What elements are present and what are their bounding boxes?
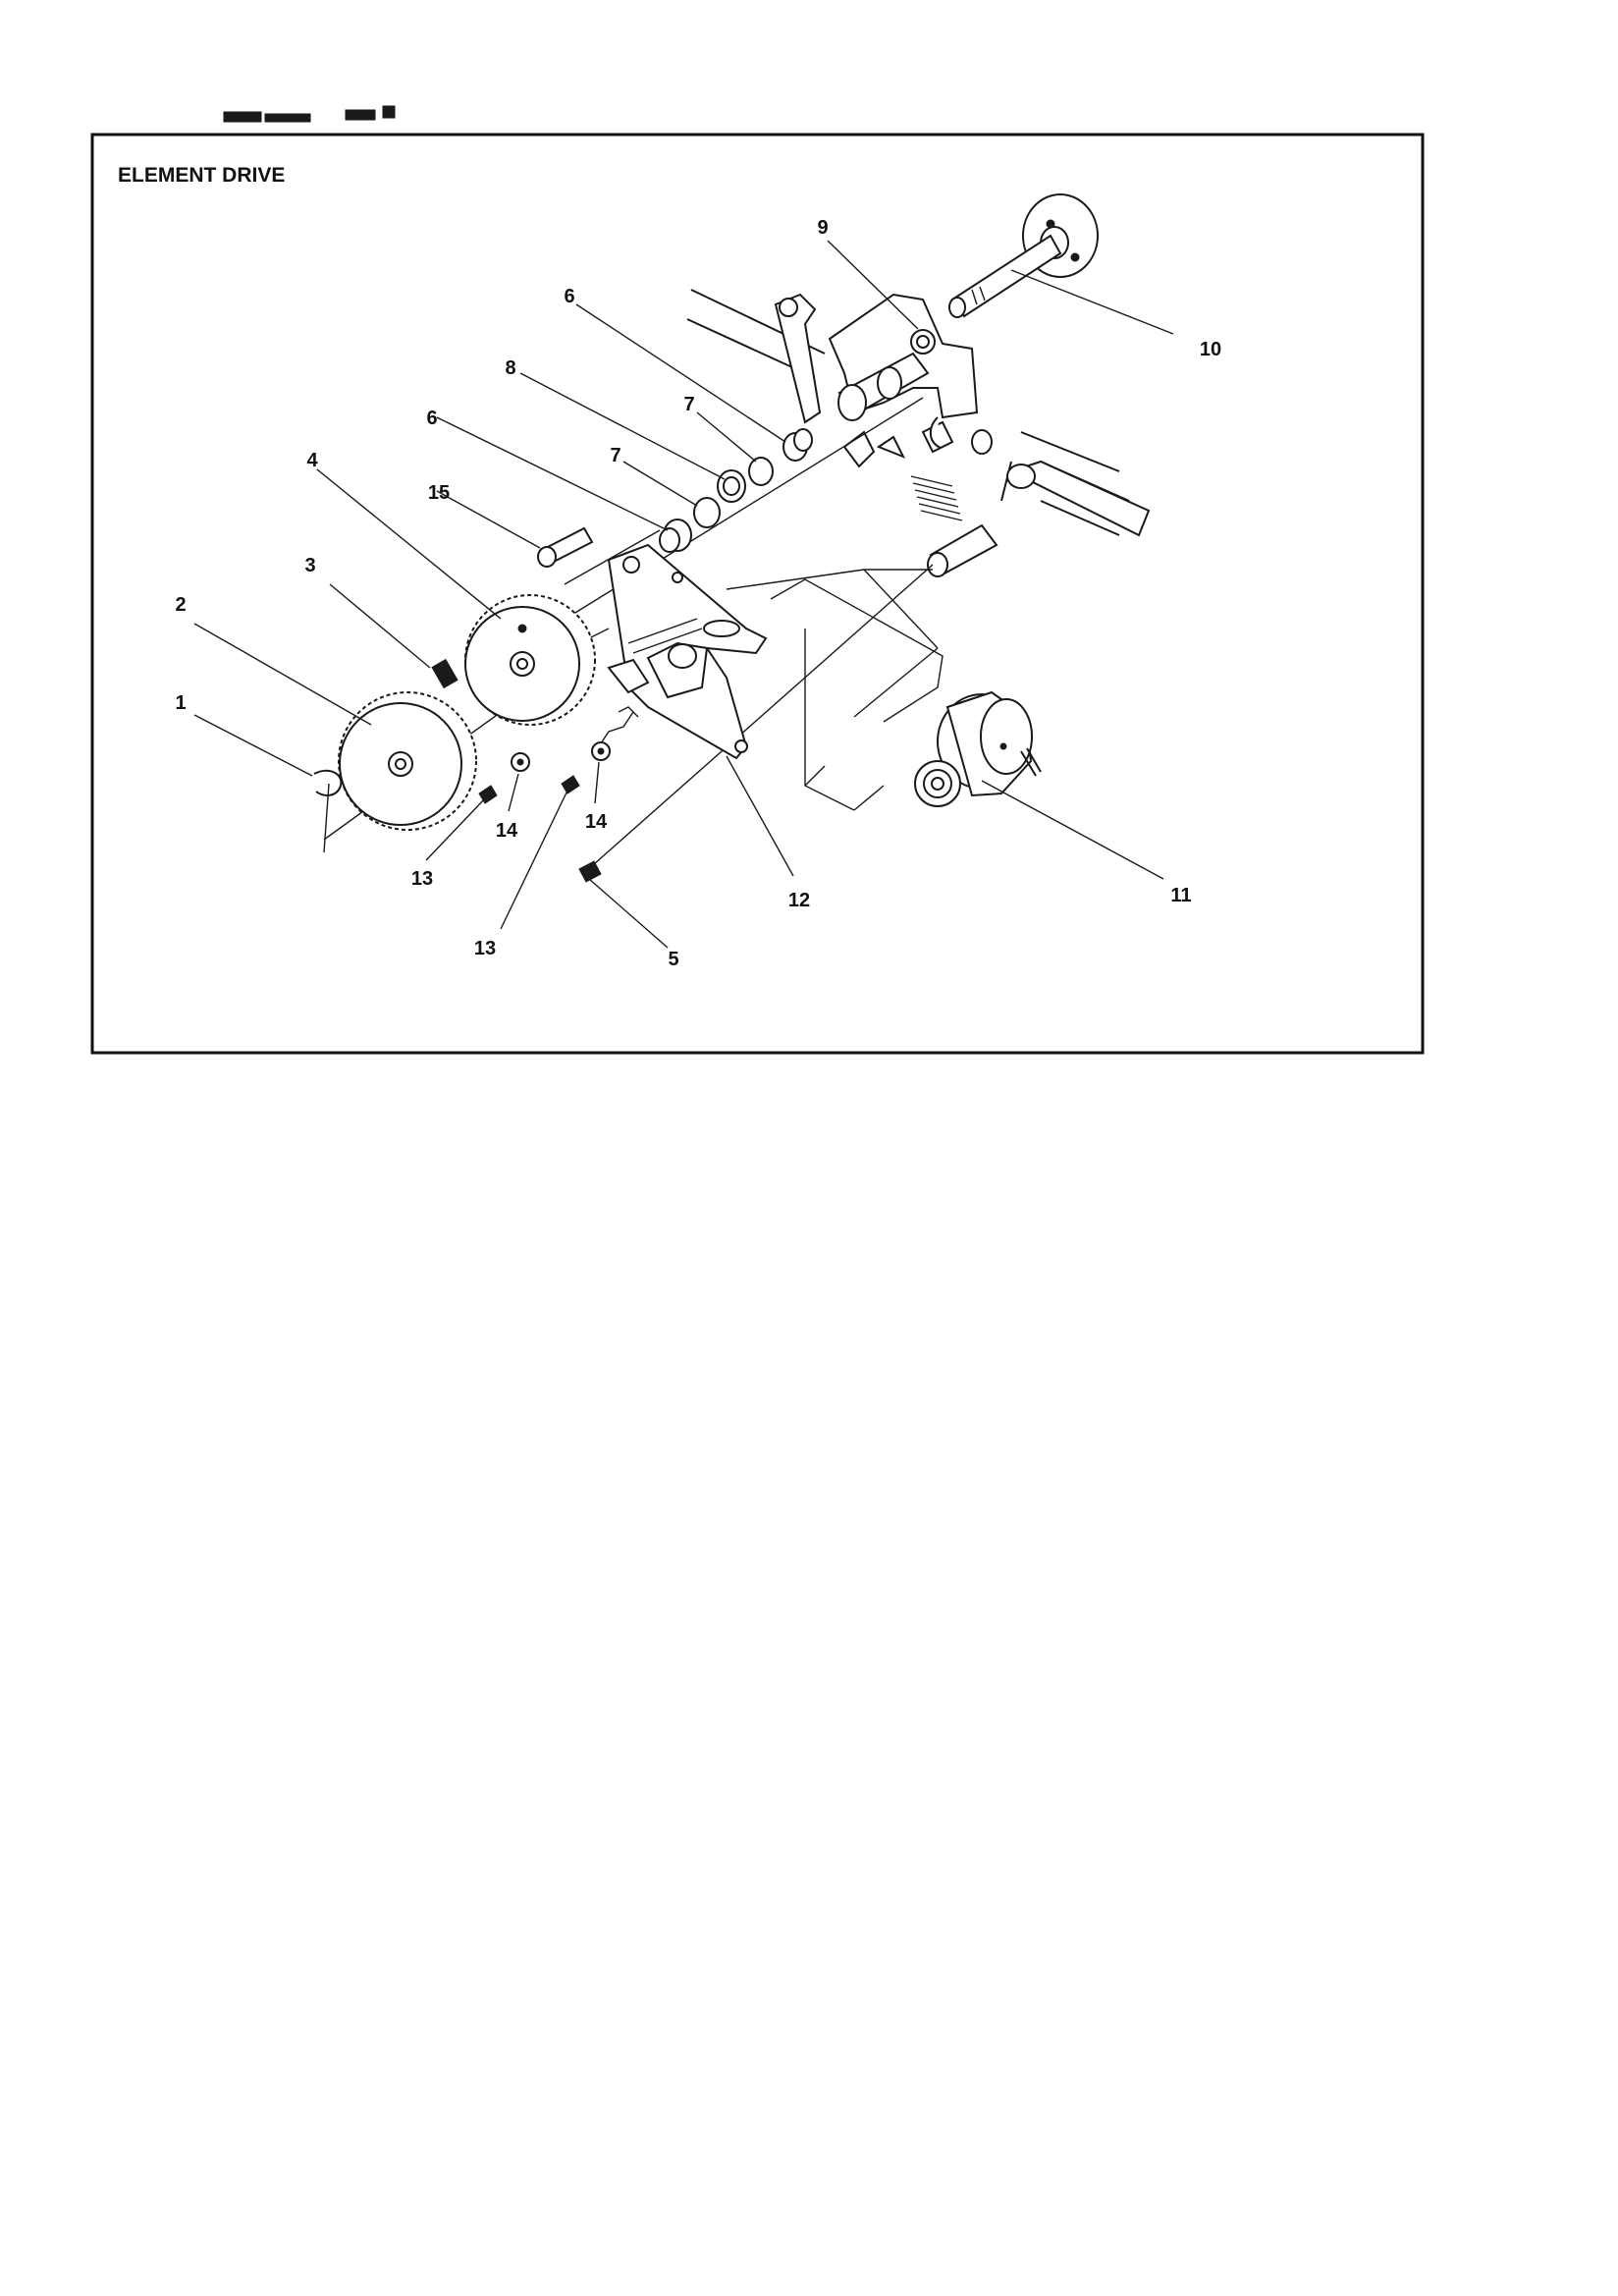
- figure-title: ELEMENT DRIVE: [118, 164, 285, 187]
- flange-shaft-10: [948, 193, 1099, 318]
- gear-4: [464, 594, 596, 726]
- callout-8: 8: [505, 357, 515, 379]
- callout-13-left: 13: [411, 868, 433, 890]
- screw-15: [537, 526, 594, 568]
- callout-labels: 1 2 3 4 5 6 6 7 7 8 9 10 11 12 13 13 14 …: [175, 217, 1221, 970]
- callout-2: 2: [175, 594, 186, 616]
- callout-6-lower: 6: [426, 408, 437, 429]
- motor-11: [914, 690, 1042, 807]
- callout-6-upper: 6: [564, 286, 574, 307]
- callout-14-right: 14: [585, 811, 608, 833]
- spring-3: [431, 658, 458, 689]
- gear-2: [338, 691, 477, 831]
- callout-13-right: 13: [474, 938, 496, 959]
- leader-lines: [193, 240, 1174, 949]
- callout-9: 9: [817, 217, 828, 239]
- callout-11: 11: [1170, 885, 1191, 906]
- figure-frame: [90, 133, 1425, 1055]
- callout-12: 12: [788, 890, 810, 911]
- small-hardware: [478, 741, 611, 883]
- callout-14-left: 14: [496, 820, 518, 842]
- callout-5: 5: [668, 949, 678, 970]
- shaft-collars: [659, 428, 813, 553]
- scan-artifact: [223, 105, 396, 123]
- right-shaft: [910, 429, 1151, 577]
- callout-15: 15: [428, 482, 450, 504]
- callout-1: 1: [175, 692, 186, 714]
- exploded-view: [313, 193, 1151, 883]
- callout-10: 10: [1200, 339, 1221, 360]
- e-ring-1: [313, 769, 343, 853]
- carrier-bracket: [774, 293, 979, 468]
- bracket-plate-12: [607, 543, 768, 760]
- callout-7-lower: 7: [610, 445, 620, 466]
- shaft-axis-lines: [323, 397, 944, 865]
- callout-7-upper: 7: [683, 394, 694, 415]
- callout-4: 4: [306, 450, 318, 471]
- callout-3: 3: [304, 555, 315, 576]
